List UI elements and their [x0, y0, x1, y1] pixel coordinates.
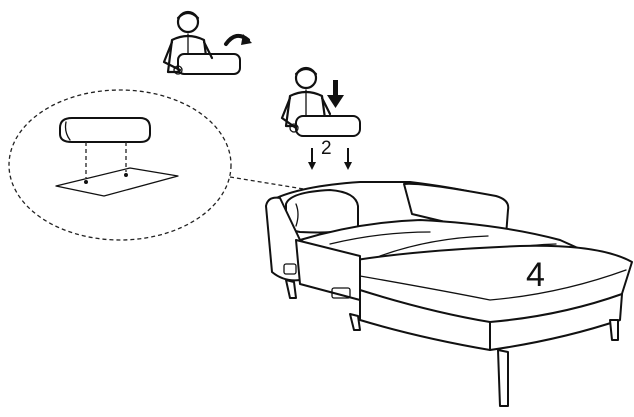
rotate-arrow-icon: [226, 34, 252, 45]
step-label: 2: [321, 138, 332, 160]
chaise-lounge-sofa: [266, 182, 632, 406]
press-down-arrow-icon: [327, 80, 344, 108]
part-number-label: 4: [526, 256, 545, 295]
worker-placing-headrest: [282, 68, 360, 136]
detail-callout: [9, 90, 310, 240]
